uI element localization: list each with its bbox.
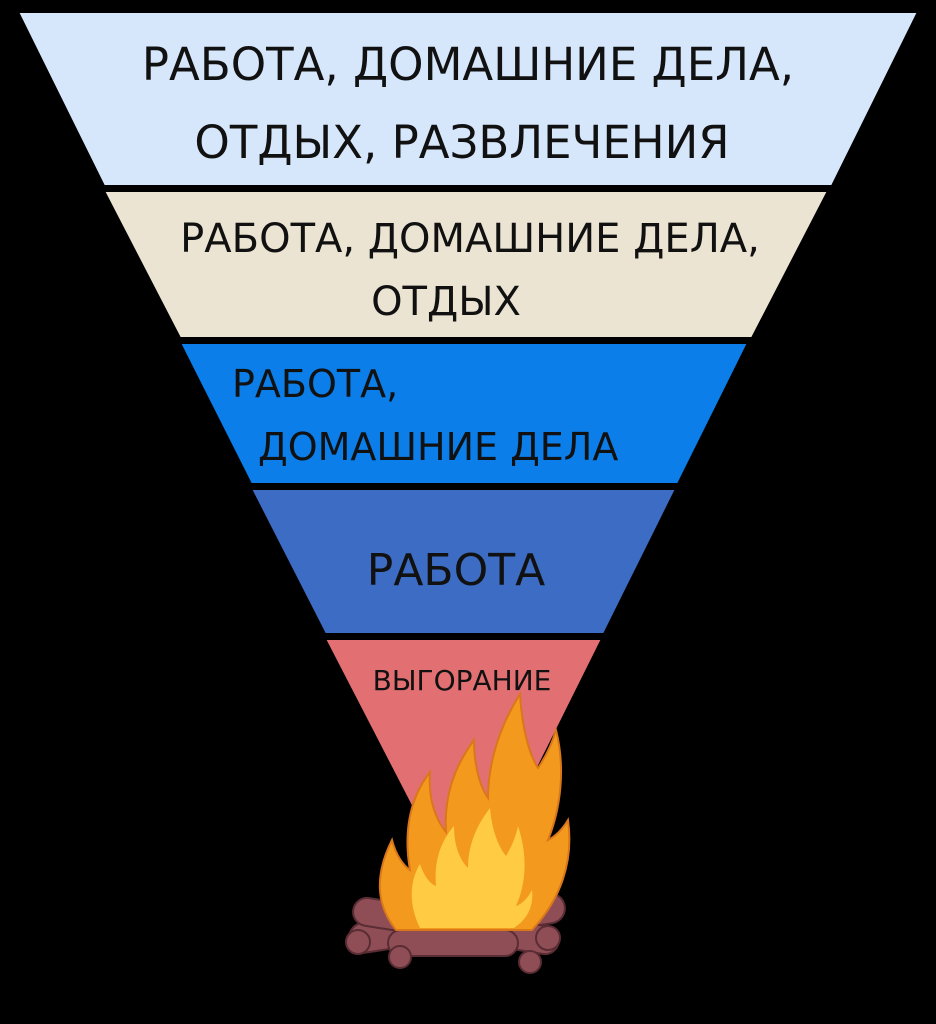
funnel-level-work-chores: Работа, домашние дела — [178, 342, 750, 485]
level-label-line-1: Работа, домашние дела, — [180, 216, 760, 262]
funnel-band — [102, 190, 830, 339]
funnel-level-work: Работа — [249, 488, 678, 635]
level-label-line-1: Работа, домашние дела, — [142, 38, 794, 91]
level-label-line-1: Работа, — [232, 362, 398, 406]
funnel-band — [178, 342, 750, 485]
level-label-line-2: домашние дела — [258, 425, 618, 469]
funnel-level-work-chores-rest-entertainment: Работа, домашние дела, отдых, развлечени… — [16, 11, 920, 187]
level-label-line-1: Выгорание — [373, 664, 552, 697]
level-label-line-2: отдых, развлечения — [194, 116, 729, 169]
flame-inner — [411, 808, 533, 928]
funnel-band — [249, 488, 678, 635]
funnel-band — [16, 11, 920, 187]
funnel-level-work-chores-rest: Работа, домашние дела, отдых — [102, 190, 830, 339]
level-label-line-2: отдых — [371, 279, 521, 325]
campfire-icon — [345, 690, 571, 974]
level-label-line-1: Работа — [367, 545, 545, 596]
